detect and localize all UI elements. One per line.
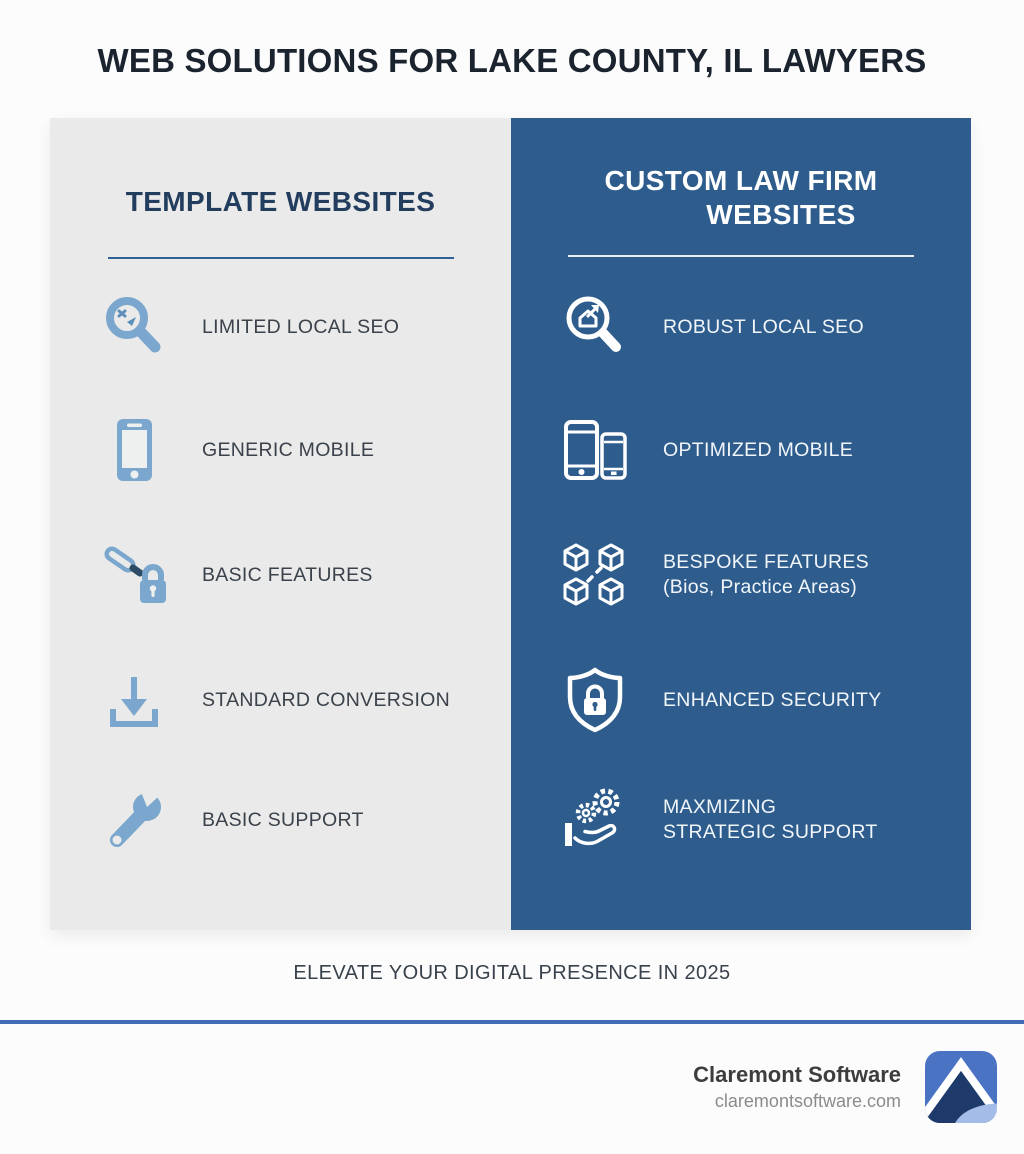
- item-label: BASIC SUPPORT: [202, 808, 364, 831]
- wrench-icon: [100, 786, 168, 854]
- footer: Claremont Software claremontsoftware.com: [693, 1051, 997, 1123]
- item-label: ENHANCED SECURITY: [663, 688, 882, 711]
- custom-law-firm-panel: CUSTOM LAW FIRM WEBSITES ROBUST LOCAL SE…: [511, 118, 971, 930]
- linked-cubes-icon: [561, 541, 629, 609]
- item-label: ROBUST LOCAL SEO: [663, 315, 864, 338]
- right-header-line2: WEBSITES: [706, 199, 856, 230]
- item-label: BASIC FEATURES: [202, 563, 373, 586]
- list-item: STANDARD CONVERSION: [100, 666, 450, 734]
- chain-lock-icon: [100, 541, 168, 609]
- list-item: GENERIC MOBILE: [100, 416, 374, 484]
- item-sublabel: STRATEGIC SUPPORT: [663, 821, 878, 843]
- growth-magnifier-icon: [561, 293, 629, 361]
- claremont-software-logo-icon: [925, 1051, 997, 1123]
- list-item: MAXMIZING STRATEGIC SUPPORT: [561, 786, 878, 854]
- list-item: LIMITED LOCAL SEO: [100, 293, 399, 361]
- item-label: GENERIC MOBILE: [202, 438, 375, 461]
- right-header-underline: [568, 255, 914, 257]
- download-tray-icon: [100, 666, 168, 734]
- brand-name: Claremont Software: [693, 1062, 901, 1087]
- limited-seo-magnifier-icon: [100, 293, 168, 361]
- item-sublabel: (Bios, Practice Areas): [663, 576, 858, 598]
- page-title: WEB SOLUTIONS FOR LAKE COUNTY, IL LAWYER…: [97, 42, 927, 79]
- left-header-underline: [107, 257, 454, 259]
- comparison-panels: TEMPLATE WEBSITES LIMITED LOCAL SEO: [50, 118, 971, 930]
- generic-mobile-phone-icon: [100, 416, 168, 484]
- left-panel-header: TEMPLATE WEBSITES: [125, 186, 436, 217]
- hand-gears-icon: [561, 786, 629, 854]
- list-item: ENHANCED SECURITY: [561, 666, 882, 734]
- dual-phones-icon: [561, 416, 629, 484]
- right-panel-header: CUSTOM LAW FIRM WEBSITES: [511, 164, 971, 232]
- right-header-line1: CUSTOM LAW FIRM: [604, 165, 878, 196]
- shield-lock-icon: [561, 666, 629, 734]
- brand-website: claremontsoftware.com: [714, 1091, 901, 1111]
- tagline: ELEVATE YOUR DIGITAL PRESENCE IN 2025: [293, 962, 731, 984]
- footer-text: Claremont Software claremontsoftware.com: [693, 1062, 901, 1112]
- item-label: STANDARD CONVERSION: [202, 688, 451, 711]
- list-item: BASIC SUPPORT: [100, 786, 364, 854]
- footer-divider: [0, 1020, 1024, 1024]
- list-item: BASIC FEATURES: [100, 541, 373, 609]
- template-websites-panel: TEMPLATE WEBSITES LIMITED LOCAL SEO: [50, 118, 511, 930]
- list-item: OPTIMIZED MOBILE: [561, 416, 853, 484]
- list-item: ROBUST LOCAL SEO: [561, 293, 864, 361]
- item-label: BESPOKE FEATURES: [663, 551, 869, 573]
- item-label: MAXMIZING: [663, 796, 777, 818]
- item-label: LIMITED LOCAL SEO: [202, 315, 400, 338]
- list-item: BESPOKE FEATURES (Bios, Practice Areas): [561, 541, 869, 609]
- item-label: OPTIMIZED MOBILE: [663, 438, 854, 461]
